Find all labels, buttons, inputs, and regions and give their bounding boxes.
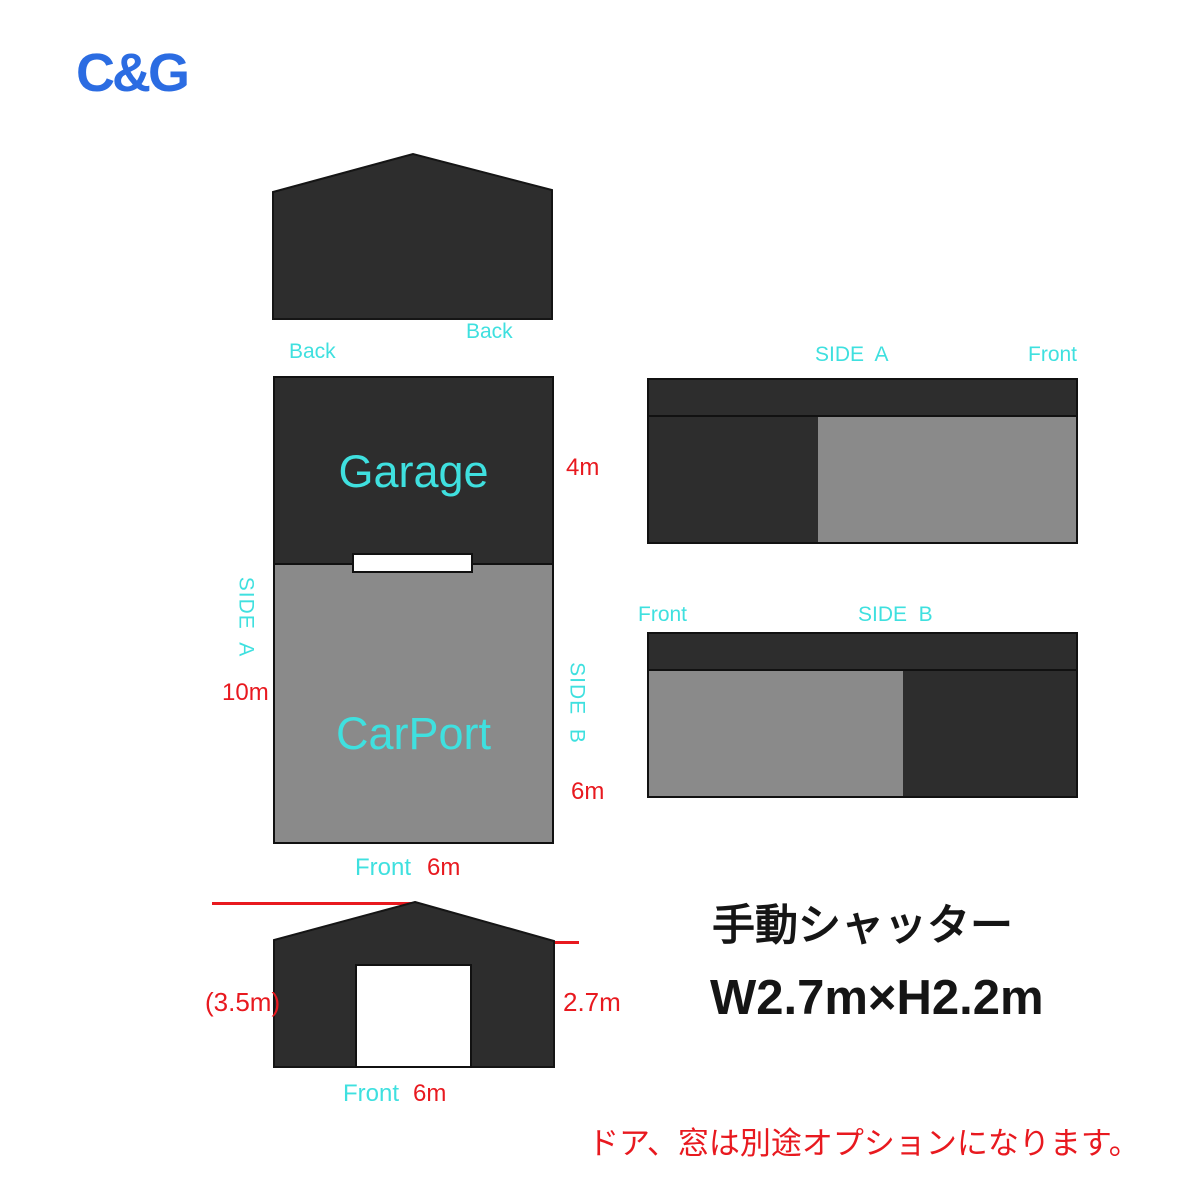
plan-garage-label: Garage bbox=[338, 446, 489, 497]
side-a-front-label: Front bbox=[1028, 343, 1078, 366]
side-b-title: SIDE B bbox=[858, 603, 933, 626]
plan-width-dimension: 6m bbox=[427, 854, 461, 881]
side-a-roof-band bbox=[649, 380, 1076, 417]
side-b-carport-section bbox=[649, 671, 903, 796]
plan-carport-depth-dimension: 6m bbox=[571, 778, 605, 805]
shutter-door-opening bbox=[355, 964, 472, 1068]
company-logo: C&G bbox=[76, 43, 190, 103]
options-footnote: ドア、窓は別途オプションになります。 bbox=[588, 1126, 1140, 1161]
back-elevation-label: Back bbox=[466, 320, 513, 343]
side-b-front-label: Front bbox=[638, 603, 688, 626]
plan-carport-label: CarPort bbox=[335, 708, 492, 759]
plan-shutter-opening bbox=[352, 553, 473, 573]
side-b-elevation bbox=[647, 632, 1078, 798]
eave-height-reference-line bbox=[554, 941, 579, 944]
side-a-garage-wall bbox=[649, 417, 818, 542]
plan-garage-depth-dimension: 4m bbox=[566, 454, 600, 481]
plan-side-b-label: SIDE B bbox=[565, 662, 589, 744]
plan-front-label: Front bbox=[355, 854, 412, 881]
side-a-title: SIDE A bbox=[815, 343, 889, 366]
shutter-type-text: 手動シャッター bbox=[712, 902, 1013, 950]
plan-depth-dimension: 10m bbox=[222, 679, 269, 706]
front-eave-height-dimension: 2.7m bbox=[563, 987, 621, 1017]
ridge-height-reference-line bbox=[212, 902, 414, 905]
side-a-carport-section bbox=[818, 417, 1076, 542]
front-ridge-height-dimension: (3.5m) bbox=[205, 987, 281, 1017]
side-a-elevation bbox=[647, 378, 1078, 544]
plan-view bbox=[273, 376, 554, 844]
front-view-width-dimension: 6m bbox=[413, 1080, 447, 1107]
side-b-garage-wall bbox=[903, 671, 1076, 796]
plan-back-label: Back bbox=[289, 340, 336, 363]
front-elevation-shape bbox=[273, 901, 555, 1068]
back-elevation-shape bbox=[272, 152, 553, 320]
front-view-front-label: Front bbox=[343, 1080, 400, 1107]
plan-garage-area bbox=[275, 378, 552, 563]
shutter-size-text: W2.7m×H2.2m bbox=[710, 971, 1044, 1025]
side-b-roof-band bbox=[649, 634, 1076, 671]
plan-carport-area bbox=[275, 563, 552, 842]
plan-side-a-label: SIDE A bbox=[234, 576, 258, 658]
